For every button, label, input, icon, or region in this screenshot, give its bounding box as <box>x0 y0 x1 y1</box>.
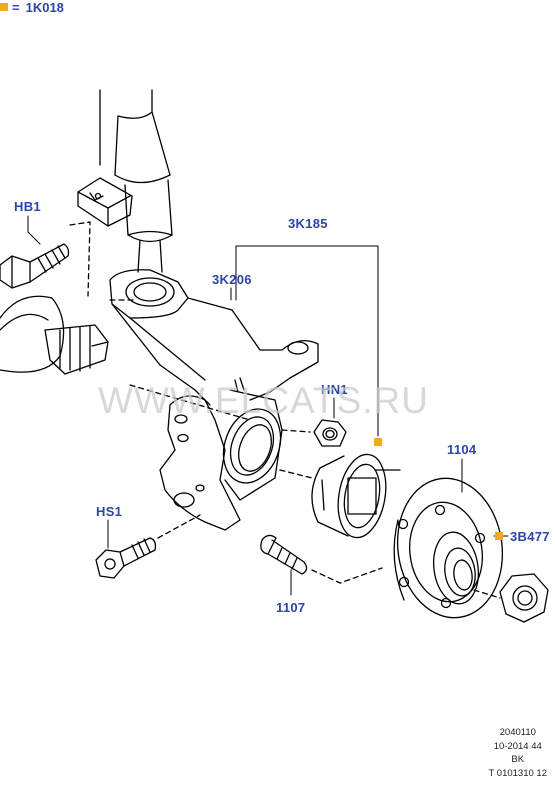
nut-3b477-drawing <box>473 573 549 623</box>
legend: = 1K018 <box>0 0 64 15</box>
label-1104[interactable]: 1104 <box>447 442 477 457</box>
bolt-hb1-drawing <box>0 221 91 297</box>
hub-drawing <box>393 477 504 619</box>
info-line-4: T 0101310 12 <box>488 767 547 779</box>
stud-1107-drawing <box>260 534 383 584</box>
bolt-hs1-drawing <box>95 514 201 579</box>
bearing-drawing <box>279 453 401 539</box>
label-hs1[interactable]: HS1 <box>96 504 123 519</box>
legend-code: 1K018 <box>25 0 64 15</box>
strut-drawing <box>77 89 173 273</box>
label-3b477[interactable]: 3B477 <box>510 529 550 544</box>
label-1107[interactable]: 1107 <box>276 600 306 615</box>
label-3k185[interactable]: 3K185 <box>288 216 328 231</box>
marker-3k185 <box>374 438 382 446</box>
label-3k206[interactable]: 3K206 <box>212 272 252 287</box>
nut-hn1-drawing <box>313 419 347 447</box>
watermark: WWW.ELCATS.RU <box>98 380 429 421</box>
label-hn1[interactable]: HN1 <box>321 382 348 397</box>
info-line-1: 2040110 <box>499 727 536 738</box>
legend-marker <box>0 3 8 11</box>
leader-lines <box>27 215 509 596</box>
info-line-3: BK <box>511 754 525 765</box>
legend-equals: = <box>12 0 20 15</box>
knuckle-drawing <box>109 269 319 531</box>
info-line-2: 10-2014 44 <box>493 740 542 752</box>
bracket-3k185 <box>235 245 379 437</box>
label-hb1[interactable]: HB1 <box>14 199 41 214</box>
drawing-info: 2040110 10-2014 44 BK T 0101310 12 <box>489 726 547 780</box>
marker-3b477 <box>495 532 503 540</box>
